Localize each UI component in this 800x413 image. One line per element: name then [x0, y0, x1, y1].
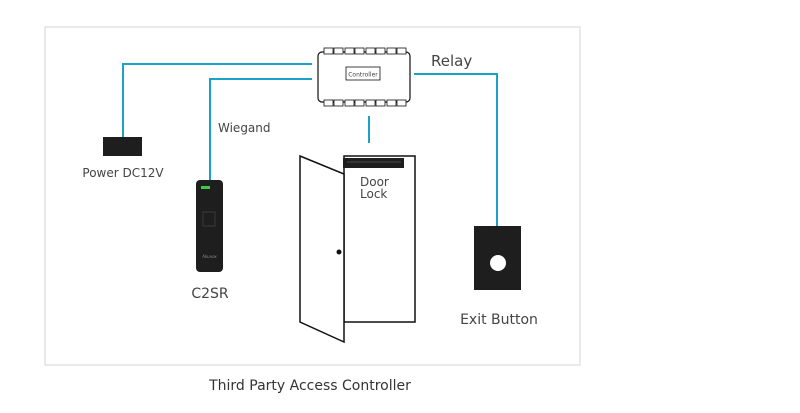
wiegand-label: Wiegand	[218, 121, 271, 135]
power-supply	[103, 137, 142, 156]
controller-bottom-terminals	[323, 99, 407, 107]
reader-label: C2SR	[191, 286, 229, 302]
wires	[122, 63, 498, 226]
power-label: Power DC12V	[82, 166, 164, 180]
relay-wire	[414, 73, 498, 226]
wiegand-wire	[209, 78, 312, 180]
door-knob	[336, 249, 342, 255]
exit-button	[474, 226, 521, 290]
reader-brand: Akuvox	[202, 254, 217, 259]
door-leaf	[299, 154, 345, 344]
door-lock-label-line1: Door	[360, 175, 389, 189]
relay-label: Relay	[431, 52, 472, 70]
power-wire	[122, 63, 312, 138]
reader-led	[201, 186, 210, 189]
controller-top-terminals	[323, 47, 407, 55]
controller-label: Controller	[348, 72, 378, 79]
exit-button-push	[490, 255, 506, 271]
card-reader: Akuvox	[196, 180, 223, 272]
controller: Controller	[317, 47, 411, 107]
door-lock	[343, 158, 404, 168]
door-lock-label-line2: Lock	[360, 187, 387, 201]
diagram-frame	[44, 26, 581, 366]
diagram-caption: Third Party Access Controller	[209, 378, 411, 394]
reader-card-zone	[202, 211, 216, 227]
exit-button-label: Exit Button	[460, 312, 538, 328]
door-frame	[343, 155, 416, 323]
door	[299, 154, 416, 344]
controller-label-box	[345, 66, 381, 81]
